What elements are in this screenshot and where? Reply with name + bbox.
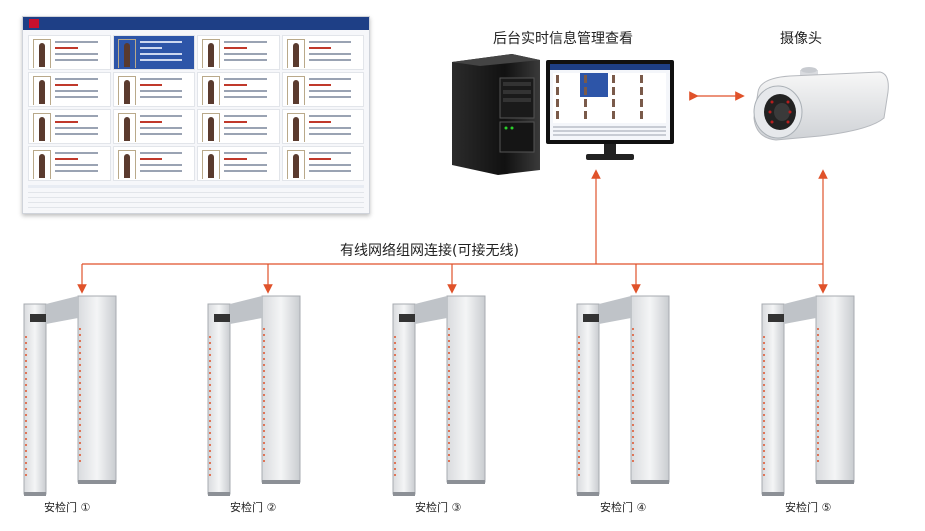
security-gate-1: [23, 295, 117, 496]
walkthrough-person-image: [202, 113, 220, 142]
walkthrough-person-image: [117, 150, 136, 179]
record-card: [281, 146, 364, 181]
security-gate-5: [761, 295, 855, 496]
record-card: [112, 146, 195, 181]
record-card: [112, 35, 195, 70]
inspection-record-grid: [28, 35, 364, 181]
monitoring-software-screenshot: [22, 16, 370, 214]
record-card: [281, 35, 364, 70]
walkthrough-person-image: [202, 76, 220, 105]
record-card: [28, 109, 111, 144]
walkthrough-person-image: [286, 76, 305, 105]
security-gate-2: [207, 295, 301, 496]
record-card: [197, 72, 280, 107]
gate-label-2: 安检门 ②: [230, 501, 277, 514]
walkthrough-person-image: [117, 39, 136, 68]
backend-label: 后台实时信息管理查看: [493, 31, 633, 47]
gate-label-5: 安检门 ⑤: [785, 501, 832, 514]
connection-lines: [77, 91, 828, 294]
walkthrough-person-image: [286, 150, 305, 179]
record-card: [112, 109, 195, 144]
desktop-monitor-icon: [546, 60, 674, 160]
walkthrough-person-image: [202, 150, 220, 179]
network-label: 有线网络组网连接(可接无线): [340, 243, 519, 259]
record-card: [197, 146, 280, 181]
record-card: [28, 72, 111, 107]
record-card: [197, 109, 280, 144]
walkthrough-person-image: [33, 39, 51, 68]
software-header-bar: [23, 17, 369, 30]
record-card: [281, 72, 364, 107]
record-card: [281, 109, 364, 144]
camera-icon: [753, 67, 889, 141]
security-gate-4: [576, 295, 670, 496]
camera-label: 摄像头: [780, 31, 822, 47]
walkthrough-person-image: [202, 39, 220, 68]
security-gate-3: [392, 295, 486, 496]
walkthrough-person-image: [286, 39, 305, 68]
walkthrough-person-image: [286, 113, 305, 142]
walkthrough-person-image: [117, 76, 136, 105]
record-card: [28, 35, 111, 70]
server-tower-icon: [452, 54, 540, 175]
walkthrough-person-image: [33, 150, 51, 179]
record-card: [112, 72, 195, 107]
gate-label-3: 安检门 ③: [415, 501, 462, 514]
record-table: [28, 185, 364, 209]
walkthrough-person-image: [33, 113, 51, 142]
software-logo: [29, 19, 39, 28]
record-card: [28, 146, 111, 181]
record-card: [197, 35, 280, 70]
gate-label-1: 安检门 ①: [44, 501, 91, 514]
walkthrough-person-image: [117, 113, 136, 142]
gate-label-4: 安检门 ④: [600, 501, 647, 514]
walkthrough-person-image: [33, 76, 51, 105]
